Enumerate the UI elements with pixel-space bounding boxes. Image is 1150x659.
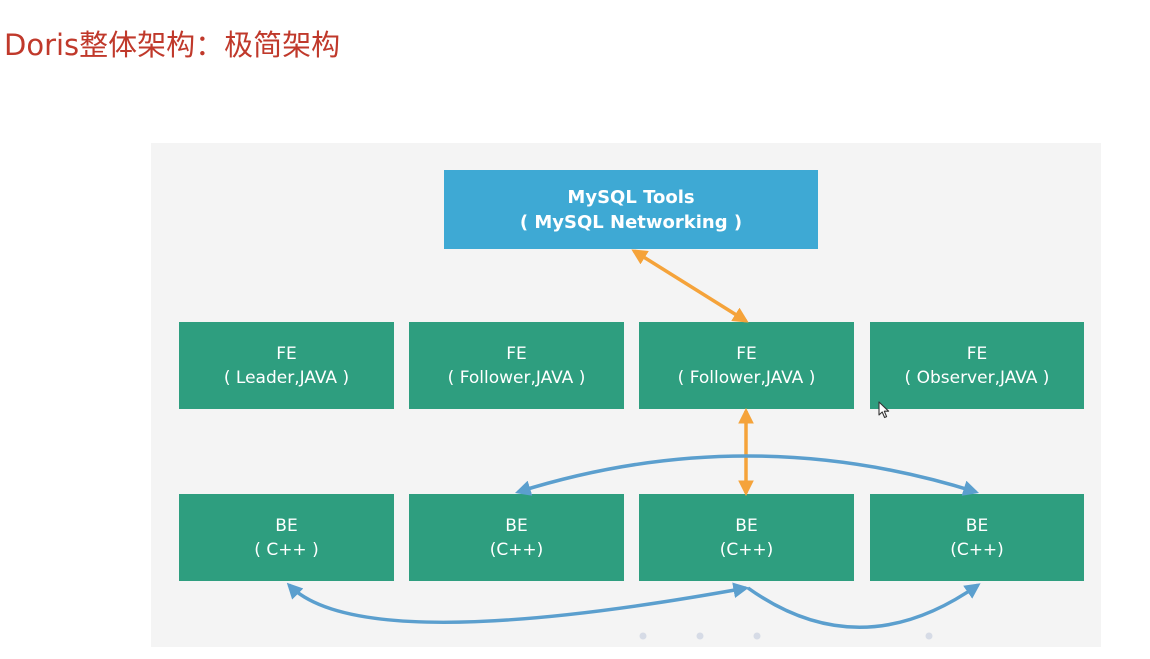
be-label: BE [965,515,989,536]
fe-role-label: ( Observer,JAVA ) [904,367,1050,388]
be-box-1: BE ( C++ ) [179,494,394,581]
fe-role-label: ( Leader,JAVA ) [223,367,350,388]
fe-label: FE [276,343,297,364]
mysql-tools-label: MySQL Tools [567,186,695,208]
be-box-4: BE (C++) [870,494,1084,581]
be-label: BE [735,515,758,536]
be-label: BE [505,515,528,536]
be-lang-label: (C++) [719,539,774,560]
fe-label: FE [966,343,988,364]
fe-label: FE [736,343,757,364]
fe-box-leader: FE ( Leader,JAVA ) [179,322,394,409]
mysql-tools-sublabel: ( MySQL Networking ) [519,211,743,233]
fe-box-observer: FE ( Observer,JAVA ) [870,322,1084,409]
mysql-tools-box: MySQL Tools ( MySQL Networking ) [444,170,818,249]
fe-role-label: ( Follower,JAVA ) [447,367,586,388]
mouse-cursor-icon [878,401,890,419]
fe-box-follower-1: FE ( Follower,JAVA ) [409,322,624,409]
be-lang-label: ( C++ ) [254,539,319,560]
be-lang-label: (C++) [950,539,1004,560]
fe-role-label: ( Follower,JAVA ) [677,367,816,388]
be-lang-label: (C++) [489,539,544,560]
slide-title: Doris整体架构：极简架构 [4,28,341,62]
be-label: BE [275,515,298,536]
fe-label: FE [506,343,527,364]
fe-box-follower-2: FE ( Follower,JAVA ) [639,322,854,409]
be-box-2: BE (C++) [409,494,624,581]
be-box-3: BE (C++) [639,494,854,581]
